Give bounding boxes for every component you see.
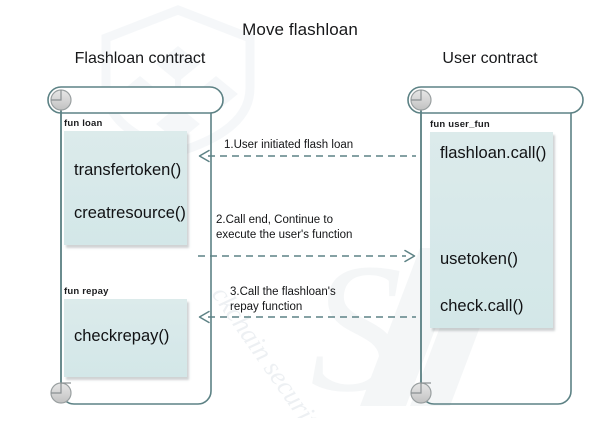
flashloan-contract-scroll	[47, 86, 226, 412]
function-name-check-call: check.call()	[440, 297, 524, 315]
function-box-fun-repay: checkrepay()	[64, 299, 187, 377]
function-name-usetoken: usetoken()	[440, 250, 518, 268]
message-arrow-1	[198, 149, 416, 163]
column-title-user-contract: User contract	[442, 50, 538, 67]
function-name-transfertoken: transfertoken()	[74, 161, 182, 179]
message-label-2: 2.Call end, Continue to execute the user…	[216, 214, 353, 241]
function-box-fun-loan: transfertoken() creatresource()	[64, 131, 187, 245]
section-label-fun-loan: fun loan	[64, 118, 103, 129]
function-name-flashloan-call: flashloan.call()	[440, 144, 547, 162]
section-label-fun-repay: fun repay	[64, 286, 109, 297]
function-name-creatresource: creatresource()	[74, 204, 186, 222]
message-label-1: 1.User initiated flash loan	[224, 139, 354, 151]
user-contract-scroll	[407, 86, 586, 412]
message-label-3: 3.Call the flashloan's repay function	[230, 286, 336, 313]
message-arrow-2	[198, 249, 416, 263]
message-arrow-3	[198, 310, 416, 324]
diagram-title: Move flashloan	[242, 20, 358, 39]
svg-text:S: S	[310, 240, 403, 415]
section-label-fun-user-fun: fun user_fun	[430, 119, 490, 130]
function-box-fun-user-fun: flashloan.call() usetoken() check.call()	[430, 132, 553, 328]
column-title-flashloan-contract: Flashloan contract	[74, 50, 206, 67]
function-name-checkrepay: checkrepay()	[74, 327, 170, 345]
